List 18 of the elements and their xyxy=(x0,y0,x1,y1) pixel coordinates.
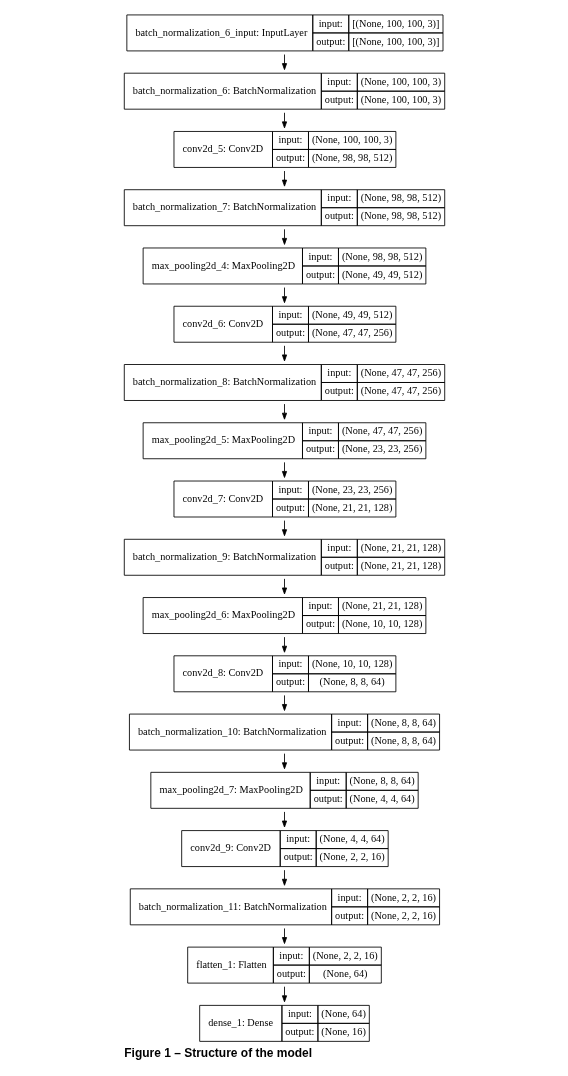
arrow xyxy=(281,54,287,71)
arrow xyxy=(281,694,287,711)
arrow xyxy=(281,578,287,595)
arrow xyxy=(281,403,287,420)
arrow xyxy=(281,228,287,245)
arrow xyxy=(281,811,287,828)
arrow xyxy=(281,345,287,362)
arrow xyxy=(281,287,287,304)
arrow xyxy=(281,928,287,944)
arrow xyxy=(281,986,287,1003)
arrow xyxy=(281,869,287,886)
arrow xyxy=(281,753,287,770)
caption: Figure 1 – Structure of the model xyxy=(123,1045,312,1060)
arrow xyxy=(281,461,287,478)
arrow xyxy=(281,170,287,187)
arrow xyxy=(281,636,287,653)
arrow xyxy=(281,112,287,129)
arrow xyxy=(281,520,287,537)
